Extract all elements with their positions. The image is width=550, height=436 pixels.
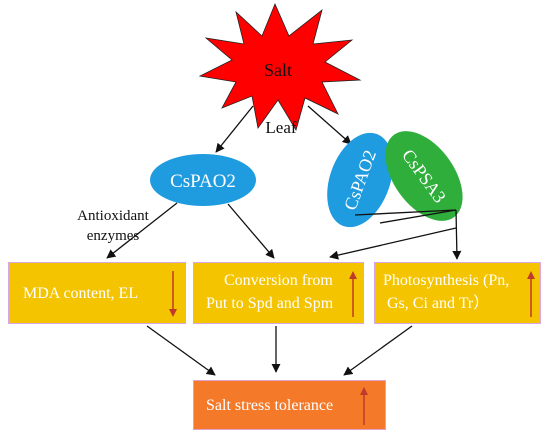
gene-ellipse-right-a xyxy=(327,132,393,228)
arrow-right-genes-to-conversion xyxy=(329,227,457,260)
up-arrow-icon xyxy=(360,387,368,425)
gene-left-label: CsPAO2 xyxy=(170,171,236,192)
result-text: Salt stress tolerance xyxy=(206,397,334,414)
conversion-text-line1: Conversion from xyxy=(224,272,333,289)
arrow-right-genes-to-photosynthesis xyxy=(452,209,462,260)
antioxidant-label-line2: enzymes xyxy=(87,228,140,244)
conversion-box: Conversion from Put to Spd and Spm xyxy=(193,262,364,324)
up-arrow-icon xyxy=(527,271,535,317)
arrow-salt-to-left-gene xyxy=(215,105,254,153)
arrow-gene-to-mda xyxy=(106,202,178,259)
leaf-label: Leaf xyxy=(265,118,296,137)
gene-ellipse-left xyxy=(150,154,256,206)
antioxidant-label-line1: Antioxidant xyxy=(77,208,149,224)
up-arrow-icon xyxy=(349,271,357,317)
salt-star-icon xyxy=(198,2,362,132)
arrow-mda-to-result xyxy=(146,325,216,376)
photosynthesis-text-line1: Photosynthesis (Pn, xyxy=(383,272,510,289)
result-box: Salt stress tolerance xyxy=(193,380,386,430)
salt-label: Salt xyxy=(264,60,292,80)
arrow-gene-to-conversion xyxy=(227,203,275,259)
mda-text: MDA content, EL xyxy=(23,285,139,302)
conversion-text-line2: Put to Spd and Spm xyxy=(206,295,334,312)
connector-line-lower xyxy=(379,209,457,224)
gene-ellipse-right-b xyxy=(385,131,463,221)
arrow-salt-to-right-genes xyxy=(307,105,352,145)
down-arrow-icon xyxy=(169,271,177,317)
arrow-photosynthesis-to-result xyxy=(343,325,413,376)
photosynthesis-box: Photosynthesis (Pn, Gs, Ci and Tr） xyxy=(374,262,541,324)
connector-line-upper xyxy=(354,209,457,216)
photosynthesis-text-line2: Gs, Ci and Tr） xyxy=(387,295,490,312)
mda-box: MDA content, EL xyxy=(8,262,186,324)
